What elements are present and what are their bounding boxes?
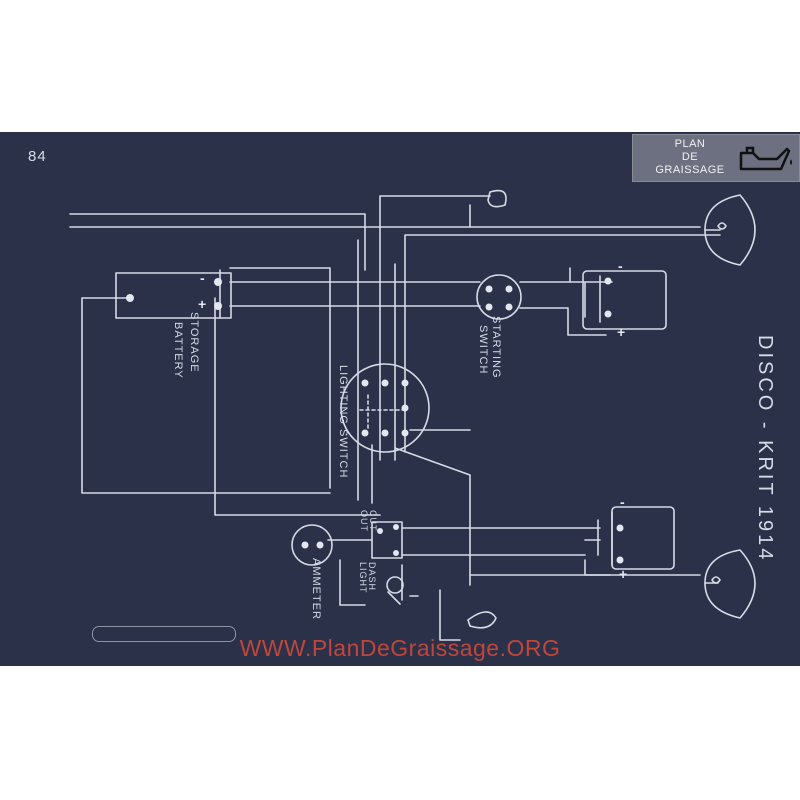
plan-de-graissage-logo[interactable]: PLAN DE GRAISSAGE [632, 134, 800, 182]
lighting-switch-label: LIGHTING SWITCH [337, 365, 349, 479]
lighting-switch-body [340, 363, 430, 453]
blueprint-plate [0, 132, 800, 666]
logo-line-1: PLAN [674, 138, 706, 150]
dash-light-label-2: LIGHT [358, 562, 368, 594]
headlamp-bottom [704, 549, 756, 619]
logo-line-3: GRAISSAGE [655, 164, 725, 176]
cut-out-label-2: OUT [359, 510, 369, 532]
starter-negative: - [618, 258, 623, 274]
dash-light-bulb [386, 576, 404, 594]
battery-positive: + [198, 296, 207, 312]
cut-out-label: CUT [368, 510, 378, 532]
storage-battery-label-2: BATTERY [172, 322, 184, 379]
starter-motor-body [582, 270, 667, 330]
battery-negative: - [200, 270, 205, 286]
ammeter-label: AMMETER [310, 558, 322, 620]
wire-left-upper [69, 213, 366, 271]
storage-battery-box [115, 272, 232, 319]
starter-positive: + [617, 324, 626, 340]
diagram-title: DISCO - KRIT 1914 [754, 335, 776, 563]
ammeter-body [291, 524, 333, 566]
copyright-stamp [92, 626, 236, 642]
starting-switch-label: STARTING [490, 316, 502, 379]
starting-switch-label-2: SWITCH [477, 325, 489, 375]
logo-line-2: DE [681, 151, 699, 163]
dash-light-label: DASH [367, 562, 377, 592]
generator-negative: - [620, 494, 625, 510]
watermark-url[interactable]: WWW.PlanDeGraissage.ORG [239, 635, 561, 661]
headlamp-top [704, 194, 756, 266]
storage-battery-label: STORAGE [188, 312, 200, 373]
oil-can-icon [739, 146, 792, 171]
generator-positive: + [619, 566, 628, 582]
tail-lamp-top [487, 189, 507, 208]
page-number: 84 [28, 148, 47, 165]
tail-lamp-bottom [467, 611, 497, 629]
starting-switch-body [476, 274, 522, 320]
